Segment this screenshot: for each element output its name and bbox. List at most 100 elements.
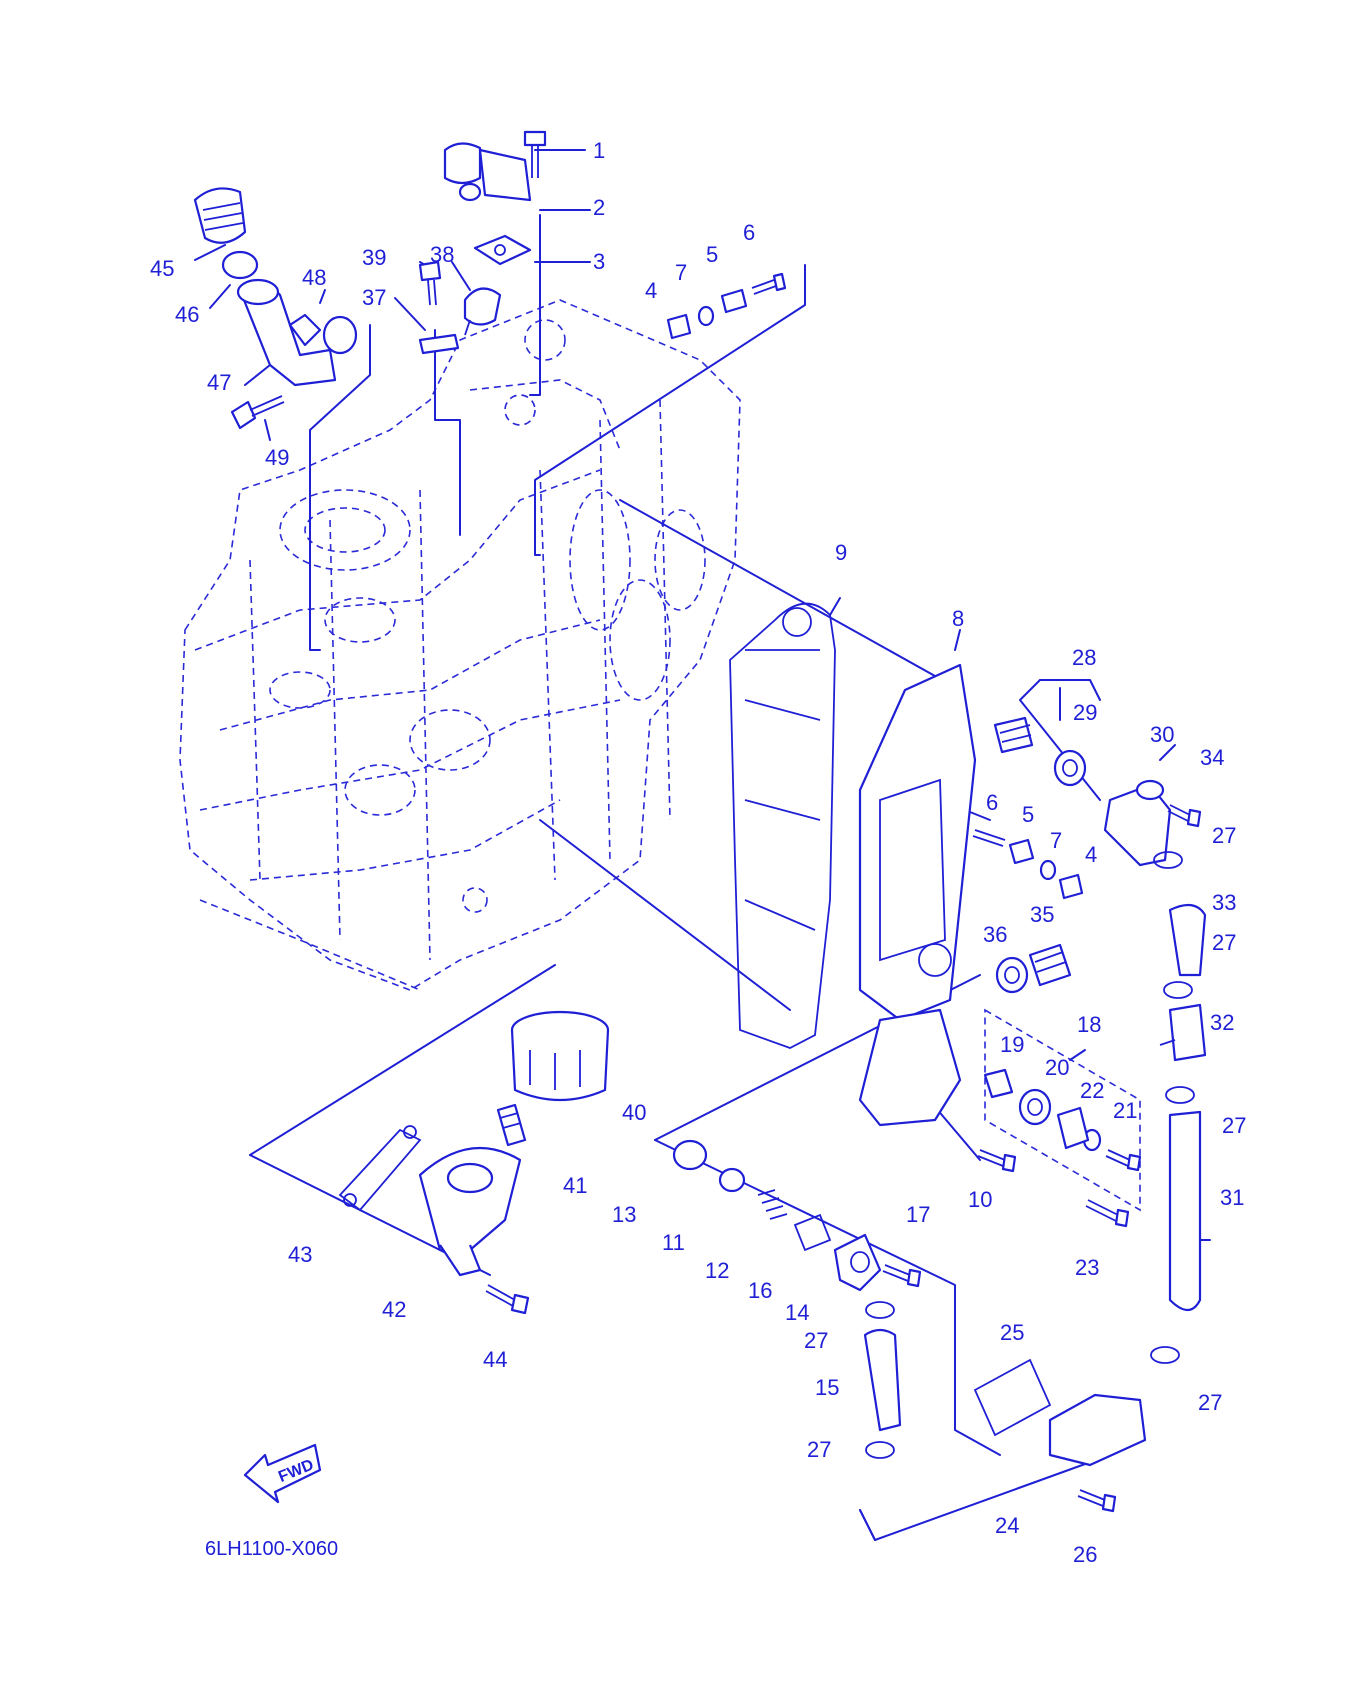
callout-37: 37 [362, 285, 386, 310]
callout-27c: 27 [1222, 1113, 1246, 1138]
part-8-cover [858, 663, 977, 1127]
callout-45: 45 [150, 256, 174, 281]
callout-43: 43 [288, 1242, 312, 1267]
callout-8: 8 [952, 606, 964, 631]
part-47-filler-neck [236, 278, 337, 387]
part-44-bolt [485, 1284, 530, 1315]
callout-35: 35 [1030, 902, 1054, 927]
callout-9: 9 [835, 540, 847, 565]
callout-29: 29 [1073, 700, 1097, 725]
callout-6b: 6 [986, 790, 998, 815]
part-2-gasket [473, 234, 532, 266]
part-25-gasket [973, 1358, 1052, 1437]
part-6-bolt [751, 272, 787, 295]
callout-46: 46 [175, 302, 199, 327]
part-24-anode-housing [1048, 1393, 1147, 1467]
callout-4b: 4 [1085, 842, 1097, 867]
callout-47: 47 [207, 370, 231, 395]
part-41-stud [496, 1103, 527, 1147]
callout-48: 48 [302, 265, 326, 290]
callout-22: 22 [1080, 1078, 1104, 1103]
part-7b-o-ring [1039, 859, 1057, 881]
callout-18: 18 [1077, 1012, 1101, 1037]
callout-23: 23 [1075, 1255, 1099, 1280]
callout-4: 4 [645, 278, 657, 303]
callout-44: 44 [483, 1347, 507, 1372]
callout-labels: 1 2 3 4 4 5 5 6 6 7 7 8 9 10 11 12 13 14… [150, 138, 1246, 1567]
part-11-valve [718, 1167, 746, 1193]
part-37-bracket [418, 333, 460, 355]
part-13-spring-seat [672, 1139, 708, 1171]
part-17-bolt [882, 1264, 922, 1288]
part-7-o-ring [697, 305, 715, 327]
part-5-pin [720, 288, 748, 314]
callout-20: 20 [1045, 1055, 1069, 1080]
callout-7b: 7 [1050, 828, 1062, 853]
callout-10: 10 [968, 1187, 992, 1212]
part-3-bolt [523, 130, 547, 178]
callout-21: 21 [1113, 1098, 1137, 1123]
callout-27a: 27 [1212, 823, 1236, 848]
callout-27b: 27 [1212, 930, 1236, 955]
part-28-thermostat [993, 716, 1034, 754]
leader-lines [194, 149, 1211, 1541]
part-20-seal [1018, 1088, 1052, 1126]
part-39-bolt [418, 260, 442, 306]
callout-33: 33 [1212, 890, 1236, 915]
part-15-hose [863, 1328, 902, 1432]
part-12-spring [757, 1189, 788, 1220]
part-31-hose [1168, 1110, 1202, 1312]
callout-32: 32 [1210, 1010, 1234, 1035]
callout-13: 13 [612, 1202, 636, 1227]
part-1-oil-control-valve [443, 142, 532, 202]
part-42-filter-housing [418, 1146, 522, 1277]
callout-38: 38 [430, 242, 454, 267]
part-26-bolt [1077, 1489, 1117, 1513]
callout-40: 40 [622, 1100, 646, 1125]
callout-39: 39 [362, 245, 386, 270]
part-32-joint [1159, 1003, 1207, 1062]
callout-27f: 27 [807, 1437, 831, 1462]
callout-16: 16 [748, 1278, 772, 1303]
part-33-hose [1168, 903, 1207, 977]
callout-5b: 5 [1022, 802, 1034, 827]
part-35-valve [1028, 943, 1072, 987]
part-46-o-ring [221, 250, 259, 280]
callout-31: 31 [1220, 1185, 1244, 1210]
part-9-gasket [729, 602, 836, 1049]
callout-14: 14 [785, 1300, 809, 1325]
callout-36: 36 [983, 922, 1007, 947]
part-36-gasket [995, 956, 1029, 994]
callout-1: 1 [593, 138, 605, 163]
part-23-bolt [1085, 1199, 1130, 1228]
callout-17: 17 [906, 1202, 930, 1227]
part-6b-bolt [972, 829, 1006, 847]
callout-12: 12 [705, 1258, 729, 1283]
part-18-valve-body [1056, 1106, 1090, 1150]
callout-2: 2 [593, 195, 605, 220]
callout-24: 24 [995, 1513, 1019, 1538]
part-5b-pin [1008, 838, 1035, 865]
callout-34: 34 [1200, 745, 1224, 770]
part-45-cap [193, 187, 247, 244]
part-16-gasket [793, 1213, 832, 1252]
part-29-gasket [1053, 749, 1087, 787]
callout-5: 5 [706, 242, 718, 267]
callout-41: 41 [563, 1173, 587, 1198]
callout-27e: 27 [1198, 1390, 1222, 1415]
part-30-thermostat-cover [1103, 779, 1172, 867]
callout-19: 19 [1000, 1032, 1024, 1057]
part-4-plug [666, 313, 692, 340]
part-21-bolt [1105, 1149, 1142, 1172]
callout-11: 11 [662, 1230, 685, 1255]
engine-block [179, 299, 741, 991]
callout-7: 7 [675, 260, 687, 285]
callout-15: 15 [815, 1375, 839, 1400]
part-38-sensor [463, 287, 502, 336]
part-48-o-ring [322, 315, 358, 355]
callout-42: 42 [382, 1297, 406, 1322]
fwd-arrow-icon: FWD [243, 1443, 322, 1504]
callout-3: 3 [593, 249, 605, 274]
callout-26: 26 [1073, 1542, 1097, 1567]
